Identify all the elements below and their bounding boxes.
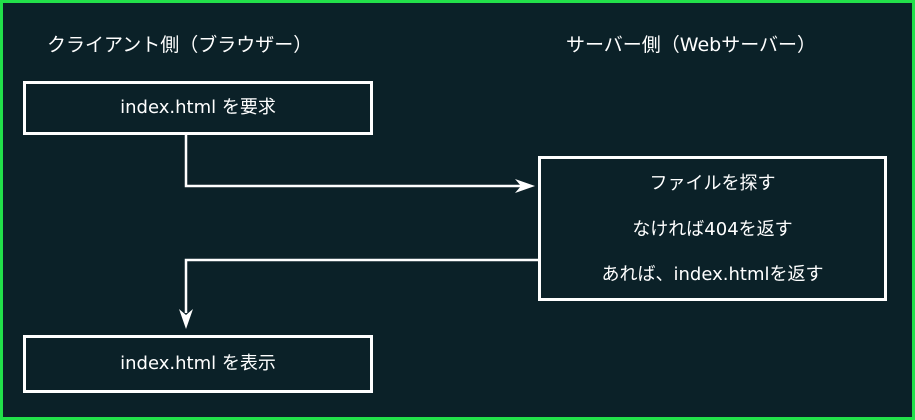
server-step-return-404: なければ404を返す	[632, 218, 793, 240]
connector-layer	[179, 135, 538, 329]
response-connector	[184, 258, 538, 313]
request-box-label: index.html を要求	[120, 97, 276, 118]
server-step-return-file: あれば、index.htmlを返す	[601, 264, 824, 285]
client-side-heading: クライアント側（ブラウザー）	[47, 34, 313, 56]
request-box: index.html を要求	[23, 81, 373, 135]
server-side-heading: サーバー側（Webサーバー）	[566, 34, 817, 56]
response-arrowhead	[179, 309, 193, 329]
server-process-box: ファイルを探す なければ404を返す あれば、index.htmlを返す	[538, 156, 887, 301]
request-arrowhead	[515, 179, 535, 193]
server-step-find-file: ファイルを探す	[649, 173, 776, 194]
display-box: index.html を表示	[23, 335, 373, 393]
request-connector	[184, 135, 521, 188]
display-box-label: index.html を表示	[120, 353, 276, 374]
